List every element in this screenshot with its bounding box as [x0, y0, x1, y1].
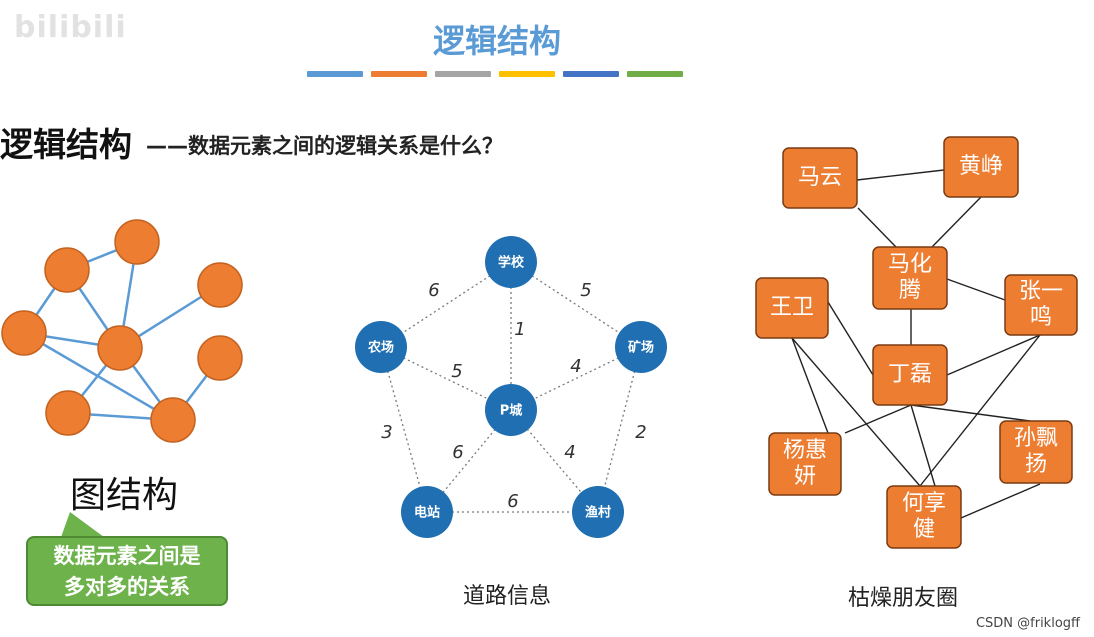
road-edge: [380, 346, 428, 513]
graph-node: [150, 397, 196, 443]
callout-box: 数据元素之间是 多对多的关系: [26, 536, 228, 606]
road-node-label: 农场: [367, 340, 394, 356]
road-node-label: P城: [500, 403, 523, 419]
road-edge-weight: 1: [514, 319, 525, 340]
road-edge: [597, 346, 642, 513]
graph-node: [97, 325, 143, 371]
graph-node: [197, 262, 243, 308]
graph-node: [1, 310, 47, 356]
callout-line-2: 多对多的关系: [64, 575, 190, 599]
graph-node: [197, 335, 243, 381]
social-node-label: 黄峥: [959, 154, 1003, 179]
section-heading: 逻辑结构: [0, 125, 132, 164]
road-node: [485, 236, 537, 288]
bilibili-watermark: bilibili: [14, 10, 127, 45]
social-node-label: 腾: [899, 278, 921, 303]
social-node: [755, 277, 829, 339]
social-node: [872, 344, 948, 406]
social-edge: [946, 278, 1006, 301]
graph-caption: 图结构: [70, 475, 179, 516]
road-node-label: 渔村: [585, 505, 611, 521]
social-node-label: 鸣: [1030, 305, 1052, 330]
social-node: [999, 420, 1073, 484]
title-stripe: [627, 71, 683, 77]
road-node: [355, 321, 407, 373]
title-stripe: [371, 71, 427, 77]
social-edge: [960, 483, 1041, 519]
road-node: [485, 384, 537, 436]
road-edge-weight: 6: [507, 491, 518, 512]
road-edge-weight: 3: [381, 422, 392, 443]
road-edge-weight: 6: [428, 280, 439, 301]
social-edge: [857, 207, 897, 248]
title-stripe: [435, 71, 491, 77]
title-stripe: [307, 71, 363, 77]
road-node-label: 矿场: [628, 340, 654, 356]
social-node: [1004, 274, 1078, 336]
road-edge-weight: 5: [580, 280, 591, 301]
social-node-label: 扬: [1025, 452, 1047, 477]
social-edge: [791, 337, 921, 487]
social-node-label: 健: [913, 517, 935, 542]
social-node: [943, 136, 1019, 198]
social-node: [782, 147, 858, 209]
social-node-label: 马化: [888, 252, 932, 277]
social-node-label: 王卫: [770, 295, 814, 320]
social-node-label: 何享: [902, 491, 946, 516]
graph-node: [114, 219, 160, 265]
graph-node: [45, 390, 91, 436]
section-subheading: ——数据元素之间的逻辑关系是什么？: [146, 134, 503, 158]
road-caption: 道路信息: [463, 584, 552, 609]
social-edge: [946, 334, 1041, 376]
title-stripe: [563, 71, 619, 77]
social-edge: [910, 404, 936, 487]
social-edge: [827, 301, 874, 376]
social-node-label: 孙飘: [1014, 426, 1058, 451]
callout-tail: [60, 512, 108, 540]
social-node-label: 妍: [794, 464, 816, 489]
social-edge: [919, 334, 1041, 487]
social-node-label: 马云: [798, 165, 842, 190]
road-node: [572, 486, 624, 538]
road-edge-weight: 2: [635, 422, 646, 443]
road-edge-weight: 4: [570, 356, 581, 377]
road-edge-weight: 5: [451, 361, 462, 382]
social-edge: [856, 169, 945, 181]
social-node: [872, 246, 948, 310]
road-node-label: 电站: [414, 505, 440, 521]
social-node-label: 张一: [1019, 279, 1063, 304]
social-node: [768, 432, 842, 496]
title-stripe: [499, 71, 555, 77]
social-node: [886, 485, 962, 549]
road-node: [615, 321, 667, 373]
callout-line-1: 数据元素之间是: [53, 544, 201, 568]
road-edge-weight: 4: [564, 442, 575, 463]
social-edge: [844, 404, 912, 434]
social-node-label: 杨惠: [783, 438, 827, 463]
social-edge: [910, 404, 1031, 422]
road-node-label: 学校: [498, 255, 525, 271]
social-caption: 枯燥朋友圈: [848, 586, 959, 611]
social-edge: [931, 196, 982, 248]
footer-credit: CSDN @friklogff: [975, 616, 1080, 631]
road-edge-weight: 6: [452, 442, 463, 463]
road-node: [401, 486, 453, 538]
graph-node: [44, 247, 90, 293]
social-node-label: 丁磊: [888, 362, 932, 387]
social-edge: [791, 337, 829, 434]
slide-title: 逻辑结构: [432, 22, 561, 60]
